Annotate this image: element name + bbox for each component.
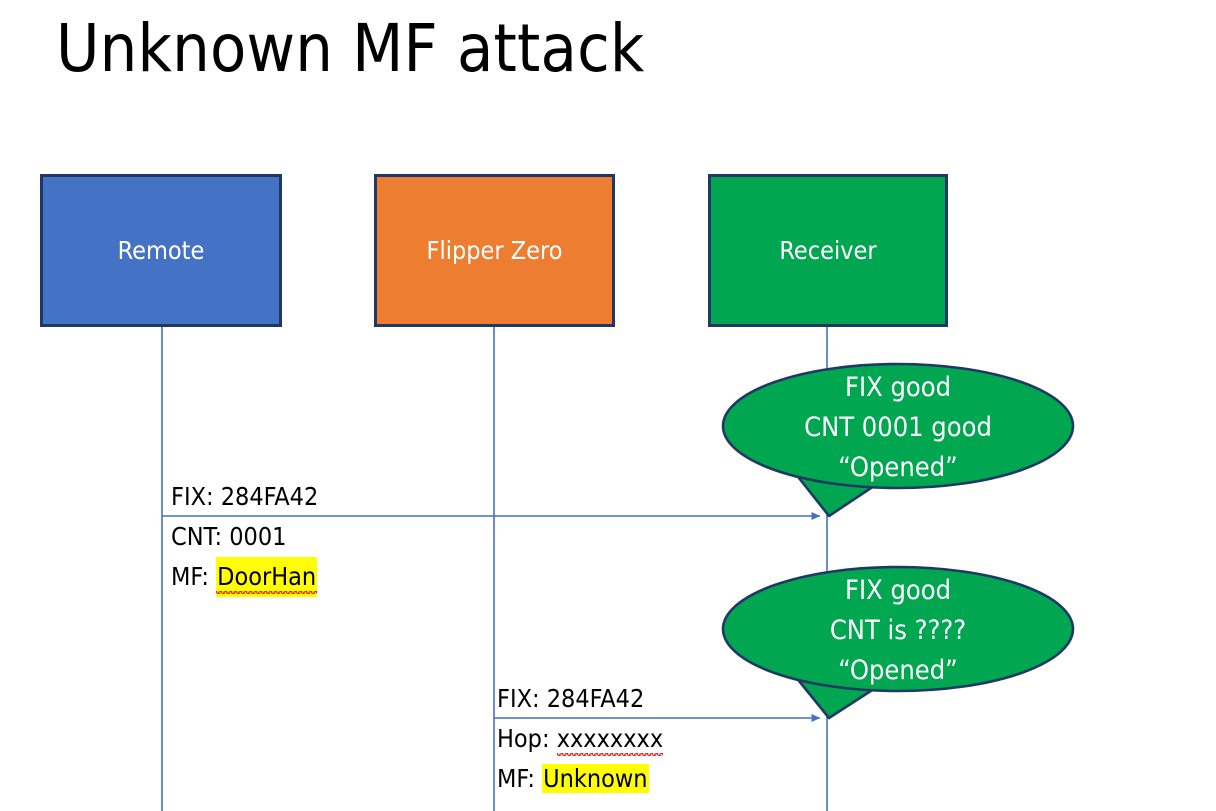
speech-bubble-1 [721,362,1075,518]
message-line-value: 0001 [229,522,287,551]
message-line-value: 284FA42 [220,482,319,511]
actor-box-receiver[interactable]: Receiver [708,174,948,327]
message-line: MF: Unknown [497,759,663,799]
bubble-line: “Opened” [838,655,958,686]
bubble-line: CNT is ???? [829,615,967,646]
message-line: Hop: xxxxxxxx [497,719,664,759]
actor-label-remote: Remote [117,235,205,265]
message-line-label: MF: [171,562,217,591]
speech-bubble-2-text: FIX good CNT is ???? “Opened” [723,571,1073,691]
message-line-label: MF: [497,764,543,793]
message-line: MF: DoorHan [171,557,318,597]
message-text-remote-to-receiver: FIX: 284FA42 CNT: 0001 MF: DoorHan [171,477,318,597]
message-line-value-highlighted: DoorHan [216,557,318,597]
bubble-line: “Opened” [838,452,958,483]
actor-label-receiver: Receiver [779,235,877,265]
message-line-label: FIX: [497,684,547,713]
message-line-value: 284FA42 [546,684,645,713]
message-line: FIX: 284FA42 [497,679,663,719]
bubble-line: FIX good [844,575,952,606]
actor-box-flipper-zero[interactable]: Flipper Zero [374,174,615,327]
message-line-label: CNT: [171,522,230,551]
message-line-value-highlighted: Unknown [542,764,649,793]
speech-bubble-1-text: FIX good CNT 0001 good “Opened” [723,368,1073,488]
message-line: CNT: 0001 [171,517,318,557]
message-line-label: FIX: [171,482,221,511]
bubble-line: FIX good [844,372,952,403]
message-line-value-misspelled: xxxxxxxx [556,719,664,759]
message-line: FIX: 284FA42 [171,477,318,517]
actor-label-flipper-zero: Flipper Zero [426,235,563,265]
bubble-line: CNT 0001 good [804,412,992,443]
actor-box-remote[interactable]: Remote [40,174,282,327]
speech-bubble-2 [721,565,1075,720]
page-title: Unknown MF attack [56,10,645,87]
message-text-flipper-to-receiver: FIX: 284FA42 Hop: xxxxxxxx MF: Unknown [497,679,664,799]
message-line-label: Hop: [497,724,557,753]
